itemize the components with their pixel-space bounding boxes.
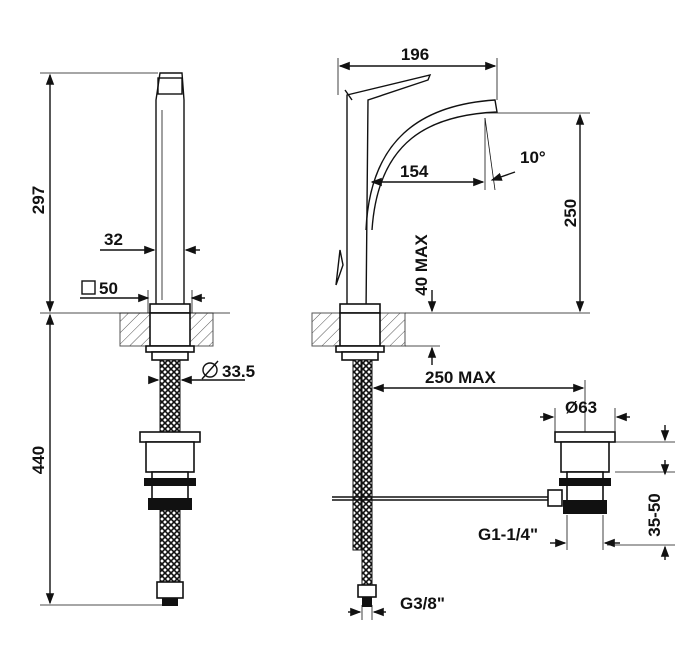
popup-waste	[139, 431, 201, 443]
dim-waste-diameter: Ø63	[565, 398, 597, 417]
dim-waste-thread: G1-1/4"	[478, 525, 538, 544]
lever-and-body	[346, 74, 432, 314]
dim-below-deck: 440	[29, 446, 48, 474]
dim-overall-width: 196	[401, 45, 429, 64]
square-symbol-icon	[81, 280, 96, 295]
popup-rod	[335, 249, 344, 286]
dim-height-above-deck: 297	[29, 186, 48, 214]
faucet-body-side	[155, 72, 185, 313]
dim-spout-height: 250	[561, 199, 580, 227]
diameter-symbol-icon	[202, 362, 218, 378]
supply-hose	[361, 359, 373, 586]
lever-tip	[157, 77, 183, 95]
popup-rod-lower	[352, 359, 362, 551]
dim-spout-angle: 10°	[520, 148, 546, 167]
supply-hose	[159, 359, 181, 436]
dim-deck-thickness: 40 MAX	[412, 234, 431, 296]
right-view: 196 250 154 10° 40 MAX 250 MAX Ø63	[311, 45, 675, 620]
dim-body-width: 32	[104, 230, 123, 249]
dim-supply-thread: G3/8"	[400, 594, 445, 613]
dim-waste-distance: 250 MAX	[425, 368, 497, 387]
dim-shank-diameter: 33.5	[222, 362, 255, 381]
spout	[365, 99, 498, 231]
popup-waste	[554, 431, 616, 443]
left-view: 297 440 32 50 33.5	[29, 72, 255, 606]
dim-base-square: 50	[99, 279, 118, 298]
dim-spout-reach: 154	[400, 162, 429, 181]
dim-waste-height: 35-50	[645, 493, 664, 536]
